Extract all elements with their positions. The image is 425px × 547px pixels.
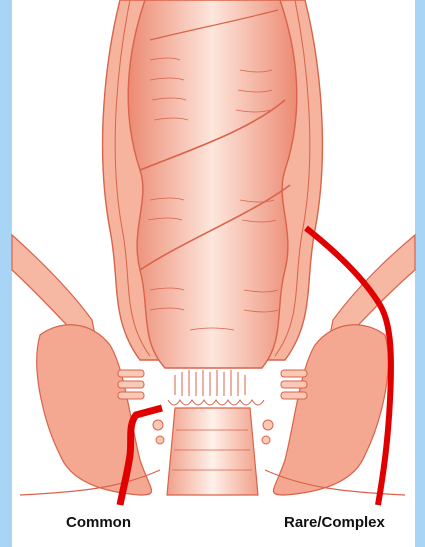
anal-columns [168,370,264,405]
label-common: Common [66,514,131,531]
anal-canal [167,408,258,495]
internal-sphincter-left [118,370,144,399]
rectum-lumen [128,0,297,368]
internal-sphincter-right [281,370,307,399]
label-rare-complex: Rare/Complex [284,514,385,531]
